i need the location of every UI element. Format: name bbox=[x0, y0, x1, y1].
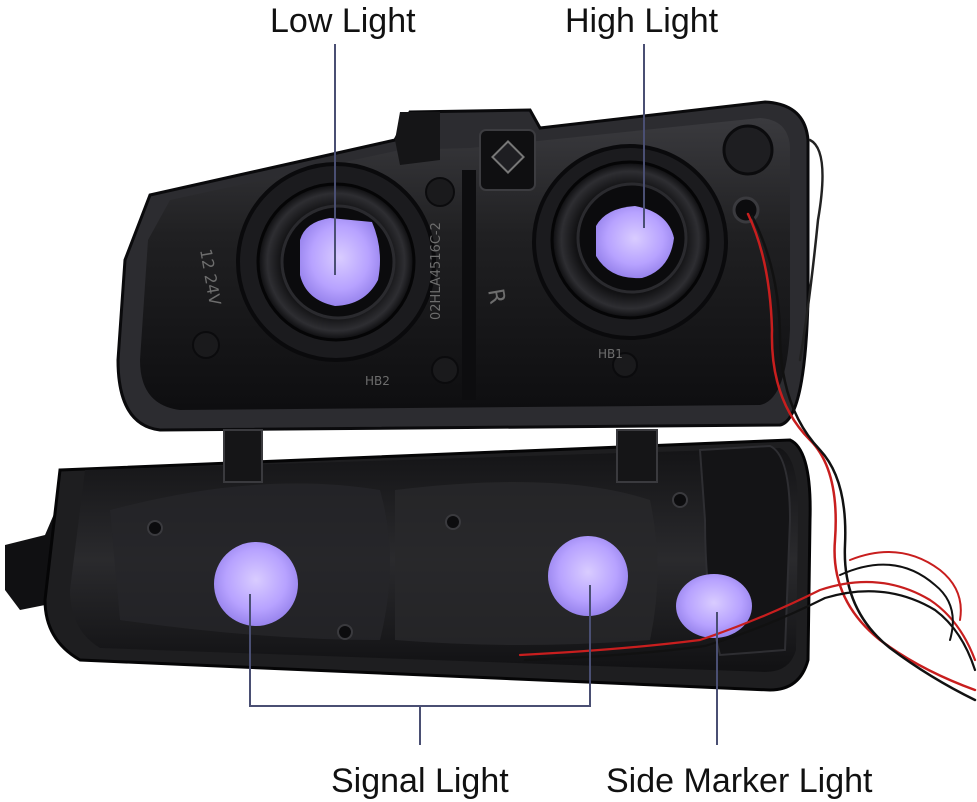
signal-lamp-housing bbox=[5, 429, 812, 692]
screw bbox=[147, 520, 163, 536]
connector-icon bbox=[491, 140, 525, 174]
wiring-harness bbox=[518, 138, 977, 702]
side-marking: R bbox=[482, 287, 509, 306]
mounting-tab bbox=[223, 429, 263, 483]
hb1-marking: HB1 bbox=[598, 347, 623, 361]
headlight-housing: 12 24V 02HLA4516C-2 R HB2 HB1 bbox=[116, 100, 810, 432]
signal-light-label: Signal Light bbox=[331, 762, 509, 800]
callout-lines bbox=[249, 44, 718, 745]
high-beam-projector bbox=[532, 144, 728, 340]
signal-light-bulb-right bbox=[548, 536, 628, 616]
signal-light-bulb-left bbox=[214, 542, 298, 626]
screw bbox=[672, 492, 688, 508]
side-marker-light-label: Side Marker Light bbox=[606, 762, 873, 800]
high-light-lamp bbox=[596, 206, 674, 279]
side-marker-light-bulb bbox=[676, 574, 752, 638]
mounting-tab bbox=[395, 112, 440, 165]
screw bbox=[337, 624, 353, 640]
high-light-label: High Light bbox=[565, 2, 719, 40]
adjuster-cap bbox=[722, 124, 774, 176]
hb-marking: HB2 bbox=[365, 374, 390, 388]
low-light-lamp bbox=[300, 218, 380, 306]
part-code-marking: 02HLA4516C-2 bbox=[429, 222, 444, 320]
low-light-label: Low Light bbox=[270, 2, 416, 40]
boss bbox=[425, 177, 455, 207]
boss bbox=[431, 356, 459, 384]
boss bbox=[612, 352, 638, 378]
mounting-tab bbox=[616, 429, 658, 483]
divider-rib bbox=[462, 170, 476, 400]
boss bbox=[192, 331, 220, 359]
screw bbox=[445, 514, 461, 530]
